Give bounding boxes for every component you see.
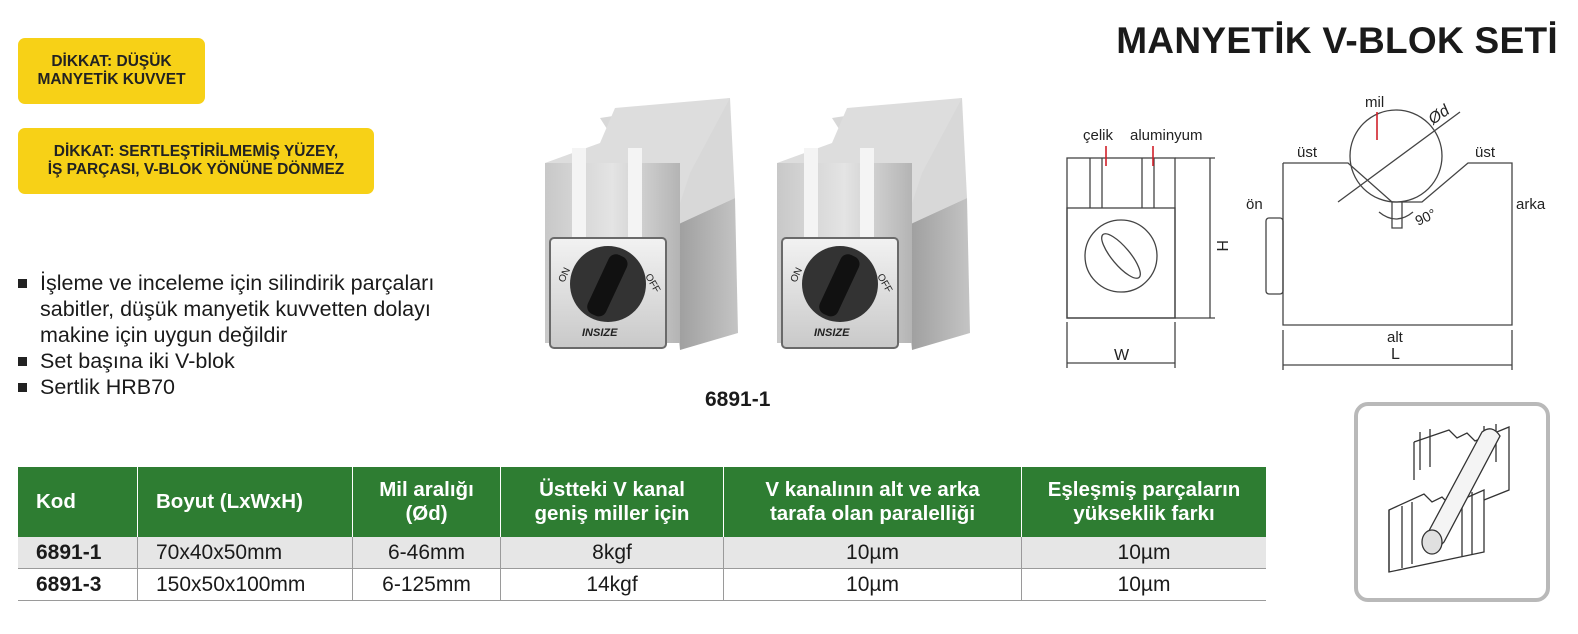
product-image: ON OFF INSIZE ON OFF INSIZE	[545, 98, 970, 350]
list-item-text: Sertlik HRB70	[40, 375, 176, 399]
label-alt: alt	[1387, 329, 1404, 346]
table-cell: 10µm	[1021, 537, 1266, 569]
brand-logo: INSIZE	[582, 327, 618, 339]
warning-low-magnetic-force: DİKKAT: DÜŞÜK MANYETİK KUVVET	[18, 38, 205, 104]
label-ust-left: üst	[1297, 144, 1318, 161]
table-row: 6891-3 150x50x100mm 6-125mm 14kgf 10µm 1…	[18, 568, 1266, 601]
label-on: ön	[1246, 196, 1263, 213]
feature-list: İşleme ve inceleme için silindirik parça…	[18, 270, 434, 400]
list-item: İşleme ve inceleme için silindirik parça…	[18, 270, 434, 348]
table-cell: 6-46mm	[352, 537, 501, 569]
list-item: Set başına iki V-blok	[18, 348, 434, 374]
warning-unhardened-surface: DİKKAT: SERTLEŞTİRİLMEMİŞ YÜZEY, İŞ PARÇ…	[18, 128, 374, 194]
header-text: Mil aralığı	[379, 478, 474, 501]
label-mil: mil	[1365, 94, 1384, 111]
header-text: tarafa olan paralelliği	[769, 502, 976, 525]
list-item-text: Set başına iki V-blok	[40, 349, 235, 373]
header-text: Üstteki V kanal	[539, 478, 685, 501]
table-header-row: Kod Boyut (LxWxH) Mil aralığı(Ød) Üsttek…	[18, 467, 1266, 537]
header-text: Kod	[36, 490, 76, 513]
label-aluminyum: aluminyum	[1130, 127, 1203, 144]
usage-illustration	[1354, 402, 1550, 602]
product-caption: 6891-1	[705, 388, 771, 411]
list-item-text: İşleme ve inceleme için silindirik parça…	[40, 271, 435, 295]
table-cell: 8kgf	[500, 537, 724, 569]
table-cell: 70x40x50mm	[137, 537, 353, 569]
list-item-text: sabitler, düşük manyetik kuvvetten dolay…	[40, 297, 431, 321]
table-row: 6891-1 70x40x50mm 6-46mm 8kgf 10µm 10µm	[18, 537, 1266, 569]
header-mil-araligi: Mil aralığı(Ød)	[352, 467, 501, 537]
header-text: geniş miller için	[534, 502, 690, 525]
warning-line: DİKKAT: SERTLEŞTİRİLMEMİŞ YÜZEY,	[53, 143, 339, 160]
header-boyut: Boyut (LxWxH)	[137, 467, 353, 537]
spec-table: Kod Boyut (LxWxH) Mil aralığı(Ød) Üsttek…	[18, 467, 1266, 601]
table-cell: 6891-3	[18, 568, 138, 601]
table-cell: 14kgf	[500, 568, 724, 601]
table-cell: 6-125mm	[352, 568, 501, 601]
header-kod: Kod	[18, 467, 138, 537]
header-text: V kanalının alt ve arka	[765, 478, 980, 501]
table-cell: 150x50x100mm	[137, 568, 353, 601]
label-ust-right: üst	[1475, 144, 1496, 161]
dimension-h: H	[1213, 240, 1230, 252]
table-cell: 6891-1	[18, 537, 138, 569]
dimension-w: W	[1114, 347, 1130, 364]
technical-drawing: çelik aluminyum H W mil Ød üst üst ön ar…	[1066, 94, 1546, 370]
dimension-l: L	[1391, 346, 1400, 363]
table-cell: 10µm	[1021, 568, 1266, 601]
label-arka: arka	[1516, 196, 1546, 213]
header-text: Eşleşmiş parçaların	[1047, 478, 1241, 501]
brand-logo: INSIZE	[814, 327, 850, 339]
list-item-text: makine için uygun değildir	[40, 323, 288, 347]
page-title: MANYETİK V-BLOK SETİ	[1116, 20, 1558, 61]
warning-line: MANYETİK KUVVET	[37, 71, 186, 88]
label-celik: çelik	[1083, 127, 1114, 144]
header-text: Boyut (LxWxH)	[156, 490, 303, 513]
table-cell: 10µm	[723, 568, 1022, 601]
header-text: (Ød)	[405, 502, 448, 525]
list-item: Sertlik HRB70	[18, 374, 434, 400]
warning-line: İŞ PARÇASI, V-BLOK YÖNÜNE DÖNMEZ	[47, 161, 345, 178]
table-cell: 10µm	[723, 537, 1022, 569]
label-angle: 90°	[1413, 205, 1439, 228]
warning-line: DİKKAT: DÜŞÜK	[51, 53, 172, 70]
header-text: yükseklik farkı	[1073, 502, 1215, 525]
v-block: ON OFF INSIZE	[777, 98, 970, 350]
v-block: ON OFF INSIZE	[545, 98, 738, 350]
